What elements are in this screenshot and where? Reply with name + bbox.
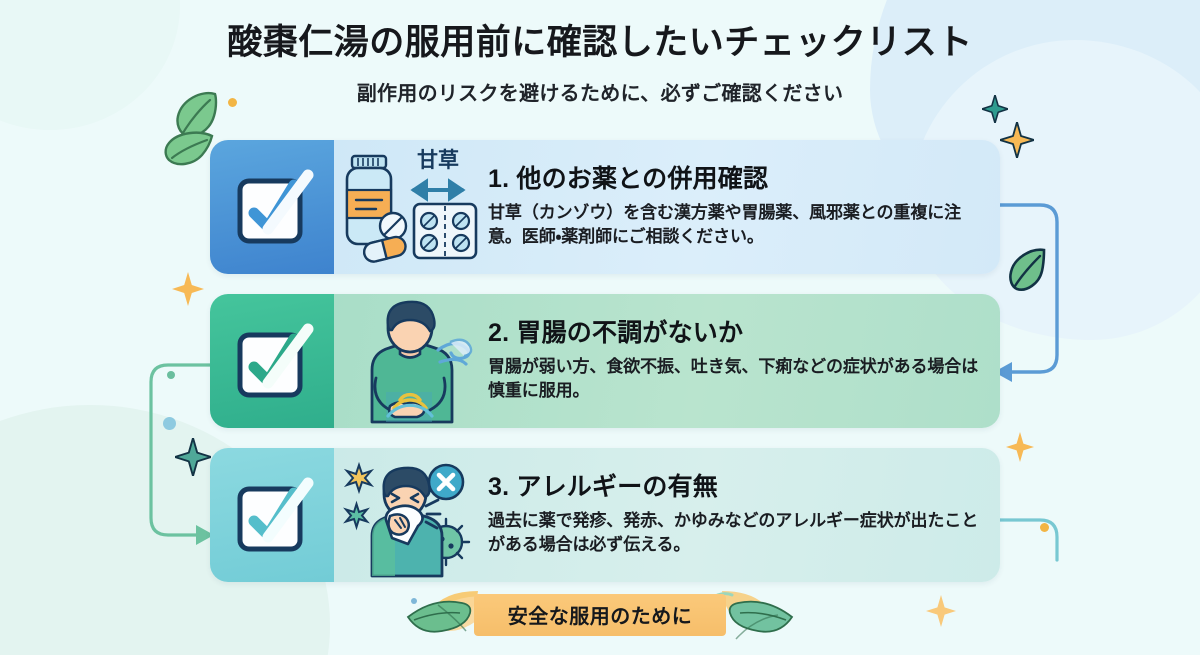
card-3-title: 3. アレルギーの有無 [488,473,718,501]
checkbox-checked-icon [237,169,314,244]
dot-amber-bottom-right [1040,523,1049,532]
card-1-text: 1. 他のお薬との併用確認 甘草（カンゾウ）を含む漢方薬や胃腸薬、風邪薬との重複… [484,165,986,249]
sparkle-icon-footer-amber [926,595,956,627]
card-3-accent-panel [210,448,334,582]
footer-badge[interactable]: 安全な服用のために [473,594,727,636]
leaf-icon-right [1009,248,1046,291]
leaf-icon-top-left-b [164,131,214,166]
card-2-description: 胃腸が弱い方、食欲不振、吐き気、下痢などの症状がある場合は慎重に服用。 [488,356,979,400]
sparkle-icon-top-right-amber [1000,122,1034,158]
sparkle-icon-top-right-teal [982,95,1008,123]
page-title: 酸棗仁湯の服用前に確認したいチェックリスト [227,23,973,62]
card-3-text: 3. アレルギーの有無 過去に薬で発疹、発赤、かゆみなどのアレルギー症状が出たこ… [484,473,986,557]
leaf-icon-top-left-a [176,91,218,138]
footer: 安全な服用のために [0,589,1200,641]
card-1-accent-panel [210,140,334,274]
checklist-cards: 甘草 [210,140,1000,602]
card-2-title: 2. 胃腸の不調がないか [488,319,744,347]
person-stomach-ache-icon [334,296,484,426]
sparkle-icon-left-amber [172,272,204,306]
card-3-body: 3. アレルギーの有無 過去に薬で発疹、発赤、かゆみなどのアレルギー症状が出たこ… [334,448,1000,582]
checklist-card-3[interactable]: 3. アレルギーの有無 過去に薬で発疹、発赤、かゆみなどのアレルギー症状が出たこ… [210,448,1000,582]
card-1-body: 甘草 [334,140,1000,274]
dot-green-left [167,371,175,379]
checklist-card-2[interactable]: 2. 胃腸の不調がないか 胃腸が弱い方、食欲不振、吐き気、下痢などの症状がある場… [210,294,1000,428]
card-2-text: 2. 胃腸の不調がないか 胃腸が弱い方、食欲不振、吐き気、下痢などの症状がある場… [484,319,986,403]
footer-badge-group: 安全な服用のために [406,591,794,640]
header: 酸棗仁湯の服用前に確認したいチェックリスト 副作用のリスクを避けるために、必ずご… [0,0,1200,106]
page-subtitle: 副作用のリスクを避けるために、必ずご確認ください [356,82,844,105]
dot-blue-left [163,417,176,430]
sparkle-icon-right-amber [1006,432,1034,462]
card-3-description: 過去に薬で発疹、発赤、かゆみなどのアレルギー症状が出たことがある場合は必ず伝える… [488,510,979,554]
card-2-body: 2. 胃腸の不調がないか 胃腸が弱い方、食欲不振、吐き気、下痢などの症状がある場… [334,294,1000,428]
person-sneezing-allergen-icon [334,450,484,580]
dot-amber-top-left [228,98,237,107]
card-1-title: 1. 他のお薬との併用確認 [488,165,769,193]
checkbox-checked-icon [237,323,314,398]
card-1-description: 甘草（カンゾウ）を含む漢方薬や胃腸薬、風邪薬との重複に注意。医師・薬剤師にご相談… [488,202,962,246]
medicine-bottle-pills-icon: 甘草 [334,142,484,272]
svg-text:甘草: 甘草 [417,149,459,172]
checklist-card-1[interactable]: 甘草 [210,140,1000,274]
sparkle-icon-left-teal [175,438,211,476]
card-2-accent-panel [210,294,334,428]
checkbox-checked-icon [237,477,314,552]
